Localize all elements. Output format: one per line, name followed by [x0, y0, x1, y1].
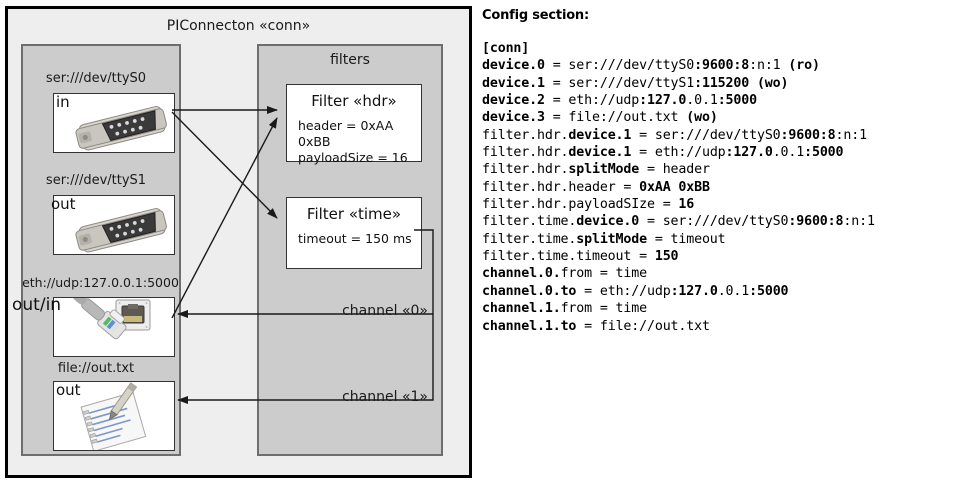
- config-line: filter.hdr.header = 0xAA 0xBB: [482, 179, 710, 195]
- diagram-title: PIConnecton «conn»: [166, 18, 311, 34]
- serial-port-icon: [75, 208, 167, 253]
- filter-hdr-body: header = 0xAA 0xBB payloadSize = 16: [298, 118, 408, 165]
- ethernet-jack-icon: [73, 298, 151, 340]
- config-line: filter.time.device.0 = ser:///dev/ttyS0:…: [482, 214, 875, 230]
- config-line: filter.time.timeout = 150: [482, 249, 679, 265]
- config-section: Config section: [conn] device.0 = ser:///…: [482, 8, 958, 335]
- filters-panel-title: filters: [330, 52, 370, 68]
- config-line: channel.1.from = time: [482, 301, 647, 317]
- device-caption-ttys0: ser:///dev/ttyS0: [45, 71, 147, 86]
- channel-1-label: channel «1»: [342, 389, 428, 405]
- config-line: device.0 = ser:///dev/ttyS0:9600:8:n:1 (…: [482, 58, 820, 74]
- config-line: device.2 = eth://udp:127.0.0.1:5000: [482, 93, 757, 109]
- serial-port-icon: [75, 106, 167, 151]
- config-line: filter.hdr.device.1 = eth://udp:127.0.0.…: [482, 145, 844, 161]
- filter-time-body: timeout = 150 ms: [298, 231, 412, 246]
- device-caption-file: file://out.txt: [57, 361, 135, 376]
- config-line: [conn]: [482, 41, 530, 56]
- config-line: filter.hdr.payloadSIze = 16: [482, 197, 695, 213]
- config-line: filter.hdr.splitMode = header: [482, 162, 710, 178]
- device-label-ttys1: out: [51, 195, 76, 213]
- connection-diagram: PIConnecton «conn» filters ser:///dev/tt…: [5, 6, 472, 478]
- device-card-eth[interactable]: [53, 297, 175, 357]
- config-heading: Config section:: [482, 8, 589, 23]
- config-line: filter.time.splitMode = timeout: [482, 231, 726, 247]
- device-card-file[interactable]: [53, 381, 175, 451]
- filter-time-title: Filter «time»: [306, 205, 402, 223]
- device-card-ttys1[interactable]: [53, 195, 175, 255]
- config-line: device.1 = ser:///dev/ttyS1:115200 (wo): [482, 75, 789, 91]
- config-line: channel.1.to = file://out.txt: [482, 318, 710, 334]
- device-card-ttys0[interactable]: [53, 93, 175, 153]
- filter-card-time[interactable]: Filter «time» timeout = 150 ms: [286, 197, 422, 269]
- device-caption-ttys1: ser:///dev/ttyS1: [45, 173, 147, 188]
- filter-hdr-title: Filter «hdr»: [311, 92, 397, 110]
- device-label-eth: out/in: [12, 295, 62, 315]
- config-line: device.3 = file://out.txt (wo): [482, 110, 718, 126]
- device-label-file: out: [56, 381, 81, 399]
- config-lines: [conn] device.0 = ser:///dev/ttyS0:9600:8…: [482, 40, 958, 335]
- device-label-ttys0: in: [56, 93, 70, 111]
- channel-0-label: channel «0»: [342, 303, 428, 319]
- config-line: channel.0.to = eth://udp:127.0.0.1:5000: [482, 283, 789, 299]
- device-caption-eth: eth://udp:127.0.0.1:5000: [22, 275, 179, 290]
- config-line: channel.0.from = time: [482, 266, 647, 282]
- config-line: filter.hdr.device.1 = ser:///dev/ttyS0:9…: [482, 127, 867, 143]
- text-file-icon: [80, 382, 147, 450]
- filter-card-hdr[interactable]: Filter «hdr» header = 0xAA 0xBB payloadS…: [286, 84, 422, 165]
